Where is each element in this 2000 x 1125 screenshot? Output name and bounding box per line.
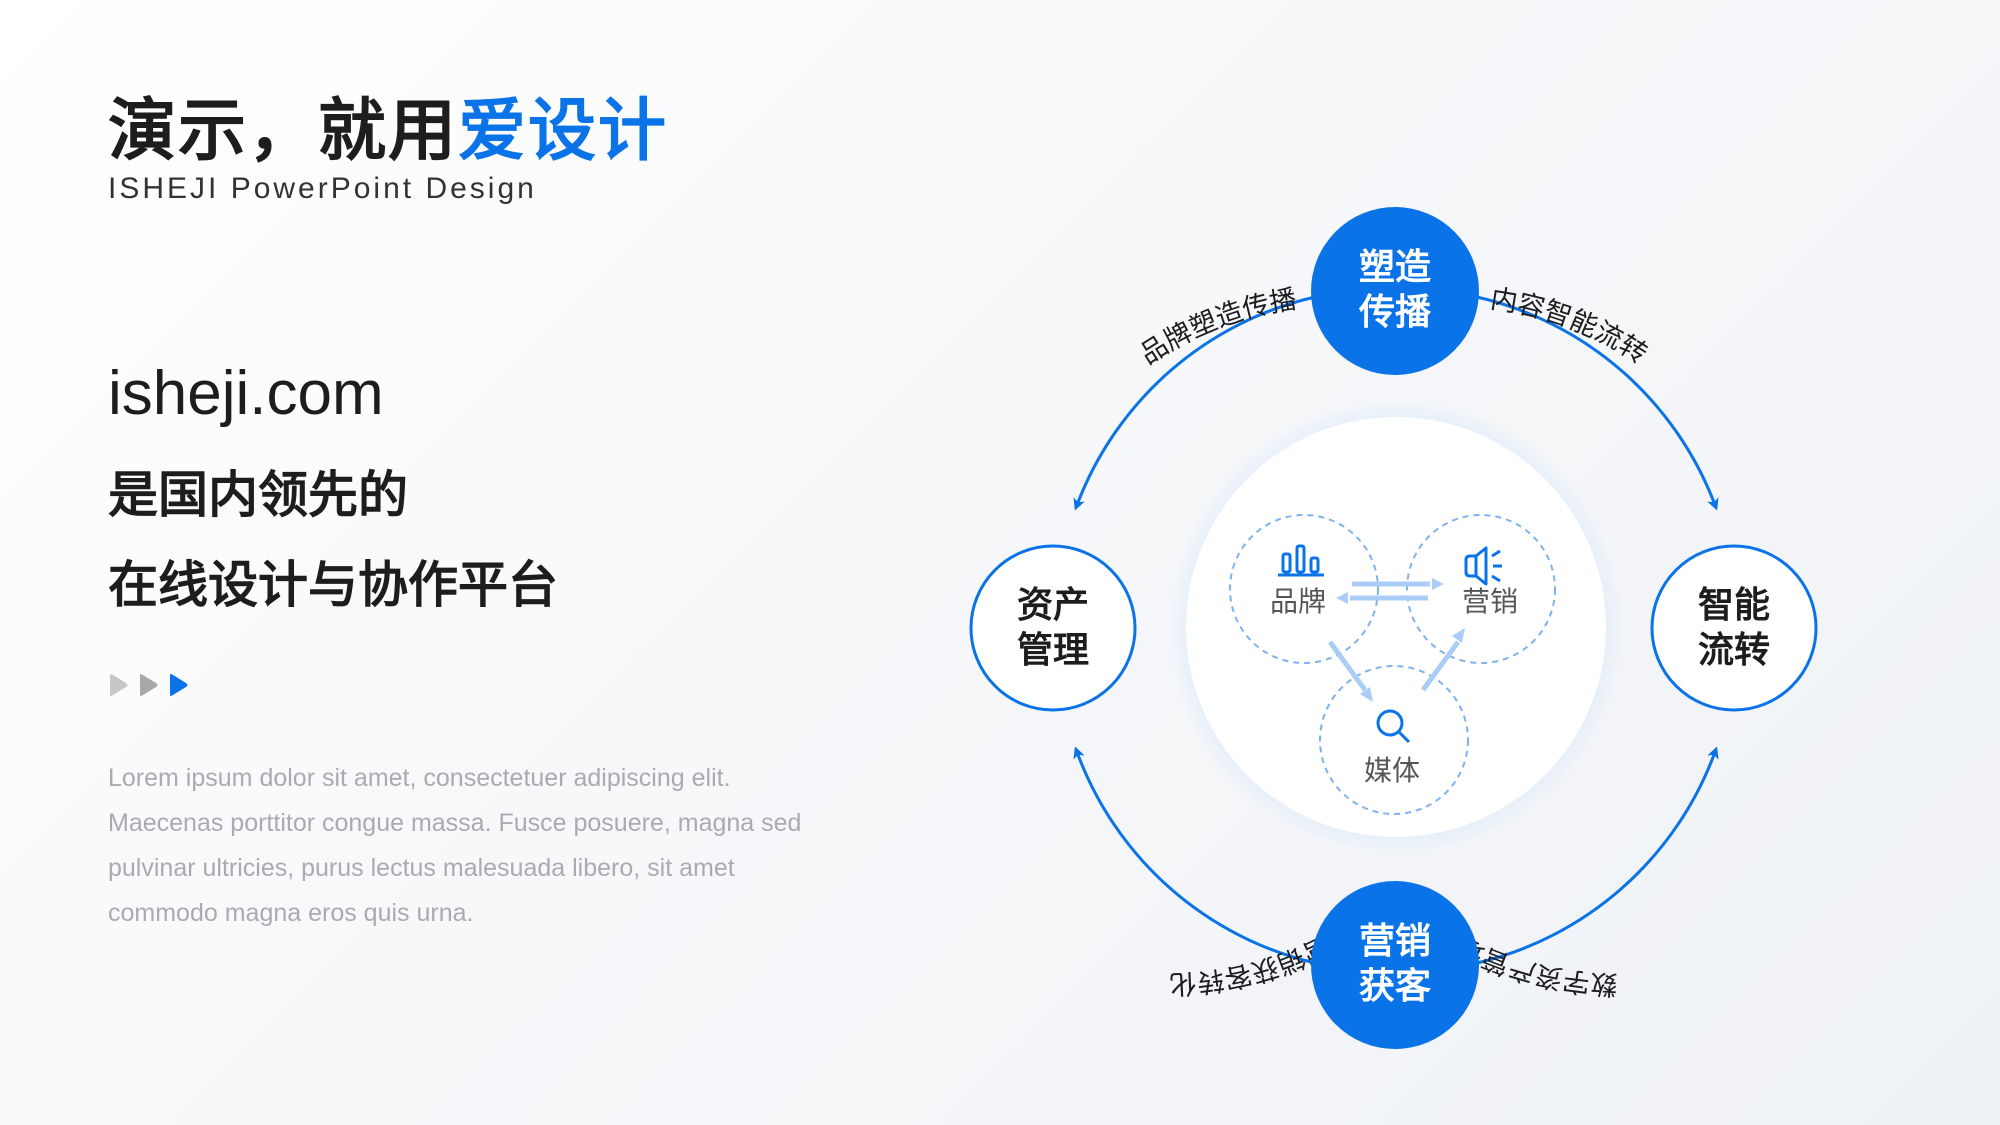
node-right-line-2: 流转 — [1698, 630, 1770, 671]
marketing-circle — [1406, 514, 1556, 664]
subtitle: ISHEJI PowerPoint Design — [108, 172, 537, 205]
arrow-light-icon — [110, 674, 128, 696]
arc-label-top-right: 内容智能流转 — [1488, 284, 1652, 370]
node-top-line-1: 塑造 — [1359, 247, 1431, 288]
connector-arrowhead — [1336, 592, 1348, 604]
brand-label: 品牌 — [1270, 585, 1326, 618]
node-bottom — [1311, 881, 1479, 1049]
node-left — [969, 544, 1137, 712]
arc-bottom-right — [1476, 746, 1719, 965]
tagline: 是国内领先的 在线设计与协作平台 — [108, 450, 558, 630]
page-title: 演示，就用爱设计 — [108, 92, 668, 172]
description-line-3: pulvinar ultricies, purus lectus malesua… — [108, 854, 735, 882]
title-prefix: 演示，就用 — [108, 92, 459, 171]
center-connectors — [1327, 578, 1465, 702]
connector-arrowhead — [1360, 687, 1373, 702]
speaker-icon — [1464, 546, 1502, 586]
connector-marketing-media — [1420, 640, 1461, 692]
title-accent: 爱设计 — [458, 92, 669, 171]
node-right-line-1: 智能 — [1698, 585, 1770, 626]
arc-label-top-left: 品牌塑造传播 — [1135, 284, 1299, 371]
media-circle — [1319, 665, 1469, 815]
arc-top-left — [1073, 295, 1316, 511]
media-label: 媒体 — [1364, 754, 1420, 787]
tagline-line-1: 是国内领先的 — [108, 466, 408, 524]
arrow-mid-icon — [140, 674, 158, 696]
marketing-label: 营销 — [1462, 585, 1518, 618]
description-line-1: Lorem ipsum dolor sit amet, consectetuer… — [108, 764, 731, 792]
node-top-line-2: 传播 — [1358, 292, 1432, 333]
node-top — [1311, 207, 1479, 375]
node-bottom-line-2: 获客 — [1359, 966, 1431, 1007]
center-disc — [1186, 417, 1606, 837]
arc-label-bottom-left: 营销获客转化 — [1169, 929, 1335, 999]
description: Lorem ipsum dolor sit amet, consectetuer… — [108, 756, 848, 936]
node-left-line-2: 管理 — [1017, 630, 1089, 671]
bar-chart-icon — [1278, 544, 1324, 577]
arc-top-right — [1476, 295, 1719, 511]
arrow-blue-icon — [170, 674, 188, 696]
brand-circle — [1229, 514, 1379, 664]
node-left-line-1: 资产 — [1017, 585, 1089, 626]
description-line-4: commodo magna eros quis urna. — [108, 899, 474, 927]
node-right — [1650, 544, 1818, 712]
decorative-arrows-icon — [110, 674, 188, 696]
connector-arrowhead — [1432, 578, 1444, 590]
description-line-2: Maecenas porttitor congue massa. Fusce p… — [108, 809, 802, 837]
tagline-line-2: 在线设计与协作平台 — [108, 556, 558, 614]
node-bottom-line-1: 营销 — [1359, 921, 1431, 962]
connector-arrowhead — [1452, 628, 1465, 643]
site-url: isheji.com — [108, 359, 384, 428]
connector-brand-media — [1327, 640, 1368, 692]
search-icon — [1376, 709, 1411, 744]
arc-bottom-left — [1073, 746, 1316, 965]
